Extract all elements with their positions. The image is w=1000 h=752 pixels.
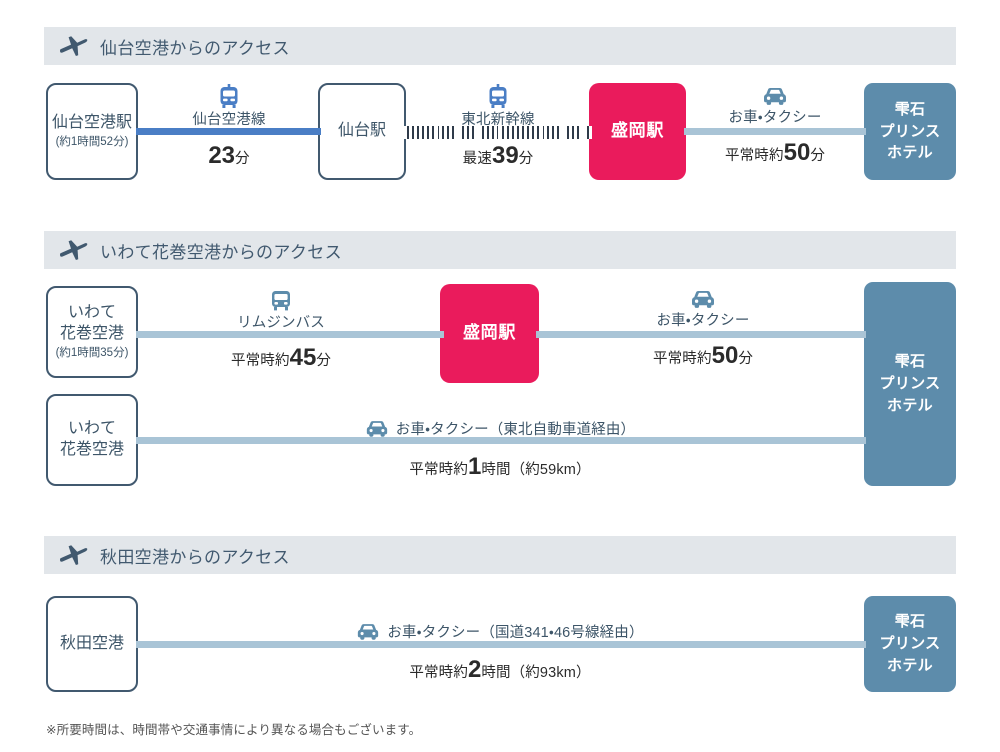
- leg-tohoku-shinkansen: 東北新幹線 最速39分: [418, 84, 578, 170]
- connector-limousine-bus: [136, 331, 444, 338]
- section-title: いわて花巻空港からのアクセス: [100, 242, 342, 262]
- leg-duration: 平常時約50分: [613, 342, 793, 370]
- duration-value: 1: [467, 453, 482, 480]
- leg-mode-label: お車・タクシー: [656, 313, 750, 329]
- leg-car-taxi-hanamaki: お車・タクシー 平常時約50分: [613, 289, 793, 370]
- section-header-hanamaki: いわて花巻空港からのアクセス: [44, 231, 956, 269]
- section-header-sendai: 仙台空港からのアクセス: [44, 27, 956, 65]
- node-sendai-station: 仙台駅: [318, 83, 406, 180]
- leg-duration: 23分: [148, 142, 310, 170]
- node-label: 仙台駅: [337, 122, 386, 140]
- node-label: 盛岡駅: [462, 323, 517, 343]
- leg-mode-label: 仙台空港線: [192, 112, 266, 128]
- connector-sendai-airport-line: [136, 128, 321, 135]
- hotel-line-1: 雫石: [894, 100, 926, 118]
- leg-sendai-airport-line: 仙台空港線 23分: [148, 84, 310, 170]
- train-icon: [418, 84, 578, 108]
- hotel-line-1: 雫石: [894, 353, 926, 371]
- leg-mode-label: お車・タクシー: [728, 110, 822, 126]
- leg-duration: 平常時約1時間（約59km）: [310, 453, 690, 481]
- connector-car-taxi-direct: [136, 437, 866, 444]
- leg-mode-label: リムジンバス: [237, 315, 325, 331]
- car-icon-row: お車・タクシー（国道341・46号線経由）: [310, 621, 690, 642]
- car-icon: [365, 419, 389, 438]
- leg-car-taxi-sendai: お車・タクシー 平常時約50分: [695, 86, 855, 167]
- hotel-line-3: ホテル: [887, 396, 933, 414]
- node-sendai-airport-station: 仙台空港駅 (約1時間52分): [46, 83, 138, 180]
- duration-prefix: 平常時約: [231, 353, 290, 369]
- duration-suffix: 時間（約93km）: [481, 665, 591, 681]
- duration-prefix: 最速: [462, 151, 492, 167]
- airplane-icon: [58, 544, 88, 566]
- node-label: 秋田空港: [59, 634, 124, 652]
- hotel-line-2: プリンス: [879, 635, 941, 653]
- connector-car-taxi-1: [684, 128, 866, 135]
- bus-icon: [190, 289, 372, 311]
- node-morioka-station-hanamaki: 盛岡駅: [440, 284, 539, 383]
- node-label: 盛岡駅: [610, 121, 665, 141]
- connector-car-taxi-akita: [136, 641, 866, 648]
- car-icon: [695, 86, 855, 106]
- leg-mode-label: お車・タクシー（国道341・46号線経由）: [387, 625, 644, 641]
- leg-mode-label: 東北新幹線: [461, 112, 535, 128]
- hotel-line-3: ホテル: [887, 144, 933, 162]
- duration-prefix: 平常時約: [409, 665, 468, 681]
- leg-duration: 平常時約45分: [190, 344, 372, 372]
- node-morioka-station-sendai: 盛岡駅: [589, 83, 686, 180]
- section-header-akita: 秋田空港からのアクセス: [44, 536, 956, 574]
- duration-suffix: 分: [810, 148, 825, 164]
- node-label-line2: 花巻空港: [59, 324, 124, 342]
- node-shizukuishi-prince-hotel-2: 雫石 プリンス ホテル: [864, 282, 956, 486]
- duration-suffix: 時間（約59km）: [481, 462, 591, 478]
- leg-car-taxi-route341: お車・タクシー（国道341・46号線経由） 平常時約2時間（約93km）: [310, 621, 690, 684]
- leg-limousine-bus: リムジンバス 平常時約45分: [190, 289, 372, 372]
- connector-tohoku-shinkansen: [404, 126, 592, 139]
- car-icon: [356, 622, 380, 641]
- duration-value: 50: [711, 342, 739, 369]
- car-icon-row: お車・タクシー（東北自動車道経由）: [310, 418, 690, 439]
- duration-value: 39: [491, 142, 519, 169]
- duration-suffix: 分: [235, 151, 250, 167]
- duration-value: 23: [208, 142, 236, 169]
- hotel-line-2: プリンス: [879, 122, 941, 140]
- leg-mode-label: お車・タクシー（東北自動車道経由）: [395, 422, 636, 438]
- leg-duration: 平常時約50分: [695, 139, 855, 167]
- node-shizukuishi-prince-hotel-1: 雫石 プリンス ホテル: [864, 83, 956, 180]
- duration-value: 45: [289, 344, 317, 371]
- duration-prefix: 平常時約: [725, 148, 784, 164]
- hotel-line-1: 雫石: [894, 613, 926, 631]
- node-hanamaki-airport-b: いわて 花巻空港: [46, 394, 138, 486]
- car-icon: [613, 289, 793, 309]
- section-title: 秋田空港からのアクセス: [100, 547, 290, 567]
- node-sublabel: (約1時間35分): [55, 347, 129, 360]
- duration-value: 2: [467, 656, 482, 683]
- duration-suffix: 分: [518, 151, 534, 167]
- footnote: ※所要時間は、時間帯や交通事情により異なる場合もございます。: [46, 723, 422, 737]
- connector-car-taxi-2: [536, 331, 866, 338]
- node-shizukuishi-prince-hotel-3: 雫石 プリンス ホテル: [864, 596, 956, 692]
- leg-car-taxi-expressway: お車・タクシー（東北自動車道経由） 平常時約1時間（約59km）: [310, 418, 690, 481]
- airplane-icon: [58, 239, 88, 261]
- duration-value: 50: [783, 139, 811, 166]
- duration-prefix: 平常時約: [653, 351, 712, 367]
- section-title: 仙台空港からのアクセス: [100, 38, 290, 58]
- leg-duration: 最速39分: [418, 142, 578, 170]
- node-label: 仙台空港駅: [51, 113, 132, 131]
- airplane-icon: [58, 35, 88, 57]
- train-icon: [148, 84, 310, 108]
- duration-suffix: 分: [738, 351, 753, 367]
- node-label-line2: 花巻空港: [59, 441, 124, 458]
- hotel-line-3: ホテル: [887, 656, 933, 674]
- hotel-line-2: プリンス: [879, 375, 941, 393]
- node-label-line1: いわて: [67, 303, 116, 321]
- node-label-line1: いわて: [67, 420, 116, 438]
- duration-suffix: 分: [316, 353, 331, 369]
- node-hanamaki-airport-a: いわて 花巻空港 (約1時間35分): [46, 286, 138, 378]
- leg-duration: 平常時約2時間（約93km）: [310, 656, 690, 684]
- node-akita-airport: 秋田空港: [46, 596, 138, 692]
- duration-prefix: 平常時約: [409, 462, 468, 478]
- node-sublabel: (約1時間52分): [55, 136, 129, 149]
